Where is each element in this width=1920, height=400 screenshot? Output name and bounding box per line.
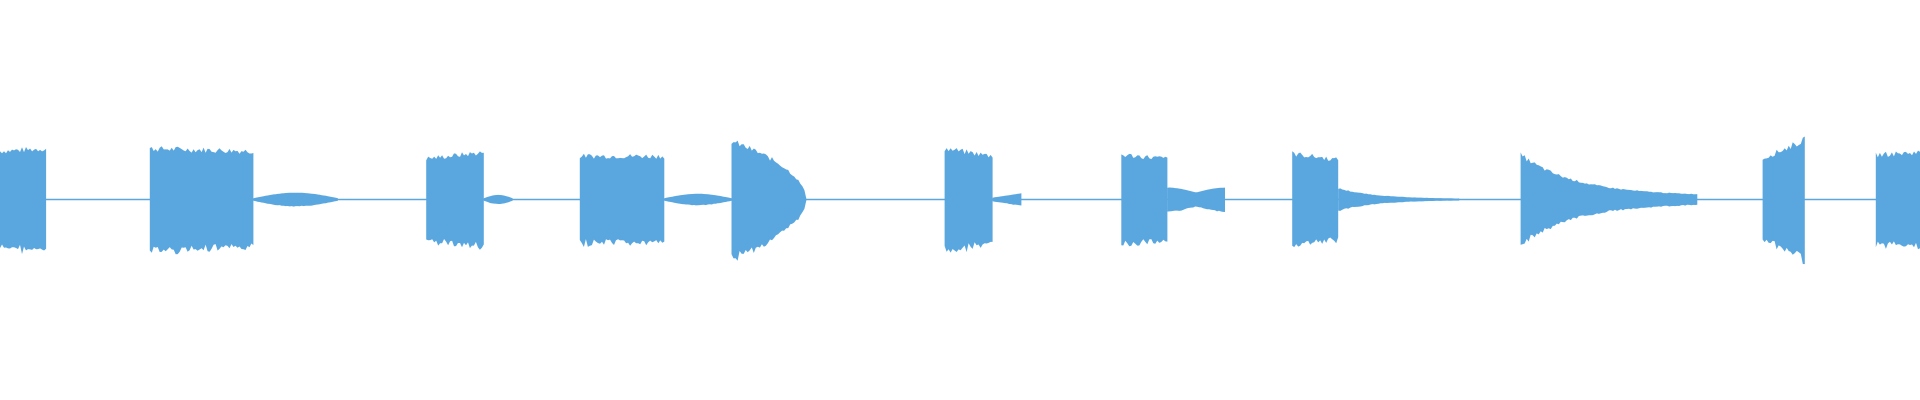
waveform-segment bbox=[483, 194, 513, 204]
waveform-segment bbox=[149, 146, 254, 255]
waveform-segment bbox=[1292, 151, 1339, 248]
waveform-segment bbox=[426, 151, 484, 250]
waveform-segment bbox=[944, 148, 993, 253]
waveform-segment bbox=[731, 140, 807, 261]
waveform-segment bbox=[1167, 187, 1225, 212]
waveform-segment bbox=[579, 153, 665, 247]
waveform-segment bbox=[1875, 150, 1920, 250]
waveform-segment bbox=[1338, 188, 1460, 211]
waveform-segment bbox=[1121, 153, 1168, 247]
waveform-segment bbox=[253, 192, 338, 207]
waveform-segment bbox=[992, 193, 1022, 206]
waveform-segment bbox=[0, 147, 47, 255]
waveform-segments bbox=[0, 136, 1920, 265]
waveform-segment bbox=[1520, 152, 1698, 245]
waveform-segment bbox=[664, 193, 732, 206]
waveform-segment bbox=[1762, 136, 1805, 265]
